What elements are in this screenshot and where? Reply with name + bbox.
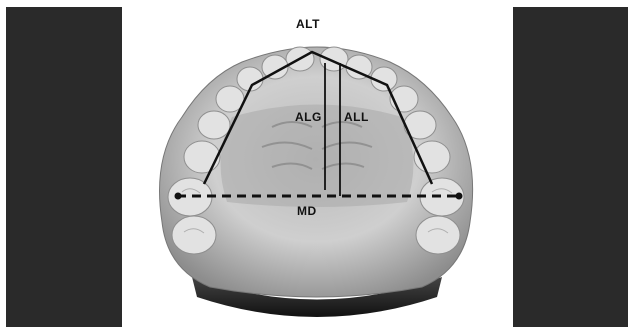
maxillary-cast-drawing <box>122 7 513 327</box>
left-dark-panel <box>6 7 122 327</box>
right-dark-panel <box>513 7 628 327</box>
label-md: MD <box>297 204 317 218</box>
label-all: ALL <box>344 110 369 124</box>
dental-cast-figure: ALT ALG ALL MD <box>122 7 513 327</box>
label-alt: ALT <box>296 17 320 31</box>
label-alg: ALG <box>295 110 322 124</box>
